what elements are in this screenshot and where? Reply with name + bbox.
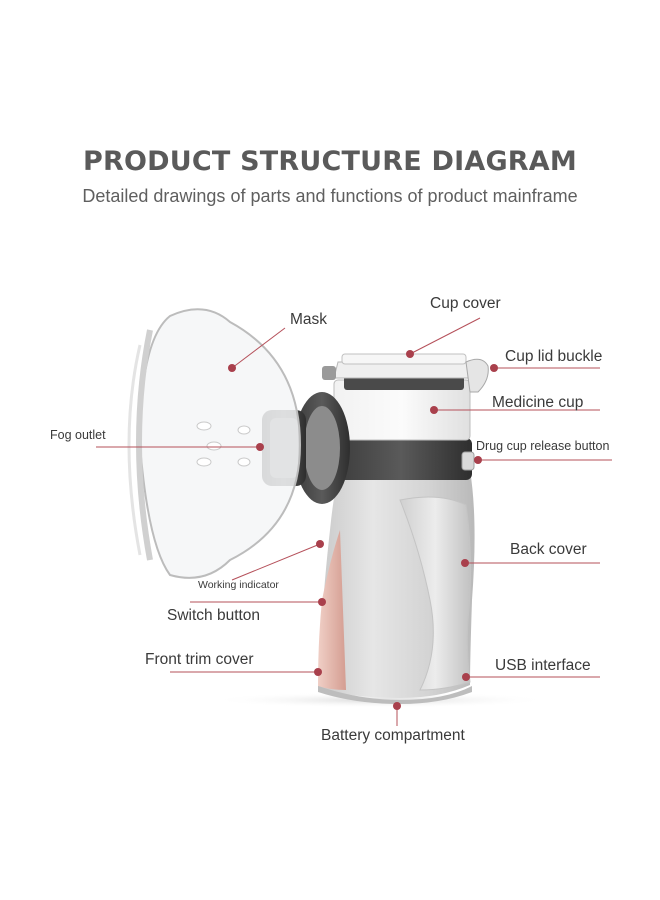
- label-front-trim-cover: Front trim cover: [145, 651, 254, 668]
- marker-release-button: [474, 456, 482, 464]
- label-mask: Mask: [290, 311, 328, 328]
- marker-battery: [393, 702, 401, 710]
- leader-mask: [231, 327, 286, 369]
- callout-markers: [228, 350, 498, 710]
- mask-shape: [127, 308, 302, 579]
- label-working-indicator: Working indicator: [198, 579, 279, 591]
- marker-usb: [462, 673, 470, 681]
- label-battery-compartment: Battery compartment: [321, 727, 465, 744]
- marker-mask: [228, 364, 236, 372]
- label-medicine-cup: Medicine cup: [492, 394, 584, 411]
- leader-working-indicator: [231, 543, 321, 581]
- page-subtitle: Detailed drawings of parts and functions…: [82, 186, 578, 206]
- marker-back-cover: [461, 559, 469, 567]
- medicine-cup-assembly: [322, 353, 489, 480]
- leader-cup-cover: [409, 317, 481, 355]
- device-body: [318, 470, 475, 704]
- marker-working-indicator: [316, 540, 324, 548]
- label-drug-cup-release-button: Drug cup release button: [476, 439, 610, 453]
- marker-fog-outlet: [256, 443, 264, 451]
- marker-switch-button: [318, 598, 326, 606]
- label-usb-interface: USB interface: [495, 657, 591, 674]
- label-cup-cover: Cup cover: [430, 295, 501, 312]
- label-fog-outlet: Fog outlet: [50, 428, 106, 442]
- label-switch-button: Switch button: [167, 607, 261, 624]
- label-cup-lid-buckle: Cup lid buckle: [505, 348, 603, 365]
- marker-medicine-cup: [430, 406, 438, 414]
- marker-cup-lid-buckle: [490, 364, 498, 372]
- marker-cup-cover: [406, 350, 414, 358]
- marker-front-trim: [314, 668, 322, 676]
- page-title: PRODUCT STRUCTURE DIAGRAM: [83, 146, 577, 177]
- label-back-cover: Back cover: [510, 541, 587, 558]
- callout-lines: [96, 317, 612, 726]
